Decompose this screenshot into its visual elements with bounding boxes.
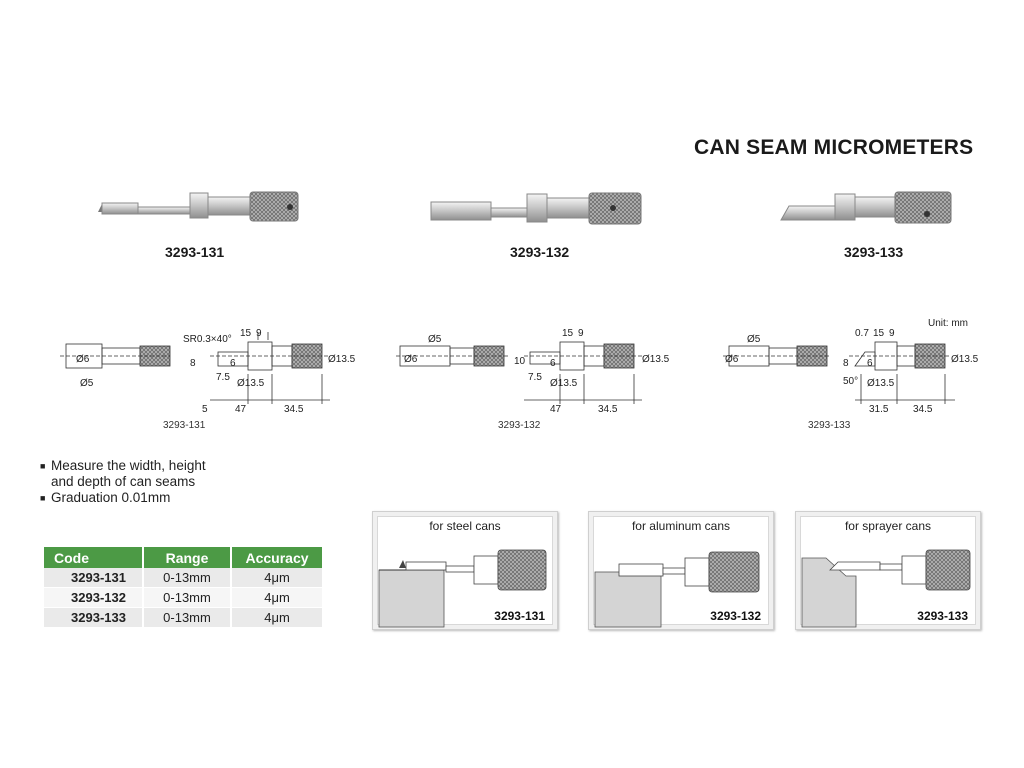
cell-code: 3293-132 bbox=[44, 587, 143, 608]
dim-d13-5-b: Ø13.5 bbox=[642, 354, 670, 365]
dim-6: 6 bbox=[550, 358, 556, 369]
dim-d13-5-a: Ø13.5 bbox=[867, 378, 895, 389]
dim-sr: SR0.3×40° bbox=[183, 334, 232, 345]
dim-9: 9 bbox=[889, 328, 895, 339]
application-panel-sprayer: for sprayer cans 3293-133 bbox=[795, 511, 981, 630]
micrometer-photo-132 bbox=[430, 192, 642, 225]
cell-code: 3293-131 bbox=[44, 568, 143, 588]
dim-d6: Ø6 bbox=[404, 354, 418, 365]
bullet-icon: ■ bbox=[40, 493, 46, 503]
cell-range: 0-13mm bbox=[142, 587, 231, 608]
feature-text: Measure the width, height and depth of c… bbox=[51, 458, 206, 489]
dim-15: 15 bbox=[562, 328, 574, 339]
feature-text: Graduation 0.01mm bbox=[51, 490, 171, 505]
header-range: Range bbox=[142, 547, 231, 568]
drawing-code-133: 3293-133 bbox=[808, 420, 851, 431]
dim-d5: Ø5 bbox=[747, 334, 761, 345]
application-panel-steel: for steel cans 3293-131 bbox=[372, 511, 558, 630]
table-row: 3293-133 0-13mm 4μm bbox=[44, 607, 322, 628]
feature-item: ■ Measure the width, height and depth of… bbox=[40, 458, 206, 490]
drawing-code-131: 3293-131 bbox=[163, 420, 206, 431]
cell-range: 0-13mm bbox=[142, 607, 231, 628]
sprayer-can-illustration bbox=[801, 549, 971, 628]
technical-drawing-132: 15 9 Ø6 Ø5 10 7.5 6 Ø13.5 Ø13.5 47 34.5 bbox=[396, 328, 670, 414]
dim-47: 47 bbox=[235, 404, 247, 414]
spec-table: Code Range Accuracy 3293-131 0-13mm 4μm … bbox=[44, 547, 322, 628]
technical-drawing-131: SR0.3×40° 15 9 Ø6 Ø5 8 7.5 6 Ø13.5 Ø13.5… bbox=[60, 328, 356, 414]
dim-d13-5-a: Ø13.5 bbox=[550, 378, 578, 389]
table-header-row: Code Range Accuracy bbox=[44, 547, 322, 568]
panel-code: 3293-133 bbox=[917, 609, 968, 623]
panel-caption: for steel cans bbox=[429, 519, 501, 533]
cell-accuracy: 4μm bbox=[230, 607, 322, 628]
dim-d6: Ø6 bbox=[725, 354, 739, 365]
table-row: 3293-132 0-13mm 4μm bbox=[44, 587, 322, 608]
dim-15: 15 bbox=[873, 328, 885, 339]
dim-6: 6 bbox=[230, 358, 236, 369]
dim-31-5: 31.5 bbox=[869, 404, 889, 414]
cell-accuracy: 4μm bbox=[230, 587, 322, 608]
page-title: CAN SEAM MICROMETERS bbox=[694, 136, 974, 159]
dim-6: 6 bbox=[867, 358, 873, 369]
aluminum-can-illustration bbox=[594, 551, 760, 628]
dim-8: 8 bbox=[843, 358, 849, 369]
dim-8: 8 bbox=[190, 358, 196, 369]
dim-34-5: 34.5 bbox=[284, 404, 304, 414]
product-code-131: 3293-131 bbox=[165, 244, 225, 260]
panel-code: 3293-132 bbox=[710, 609, 761, 623]
dim-10: 10 bbox=[514, 356, 526, 367]
cell-code: 3293-133 bbox=[44, 607, 143, 628]
dim-d13-5-a: Ø13.5 bbox=[237, 378, 265, 389]
panel-code: 3293-131 bbox=[494, 609, 545, 623]
micrometer-photo-133 bbox=[780, 191, 952, 224]
panel-caption: for aluminum cans bbox=[631, 519, 731, 533]
cell-accuracy: 4μm bbox=[230, 568, 322, 588]
dim-9: 9 bbox=[256, 328, 262, 339]
application-panel-aluminum: for aluminum cans 3293-132 bbox=[588, 511, 774, 630]
header-accuracy: Accuracy bbox=[230, 547, 322, 568]
dim-d6: Ø6 bbox=[76, 354, 90, 365]
bullet-icon: ■ bbox=[40, 461, 46, 471]
header-code: Code bbox=[44, 547, 143, 568]
technical-drawing-133: 0.7 15 9 Ø6 Ø5 8 50° 6 Ø13.5 Ø13.5 31.5 … bbox=[723, 328, 979, 414]
steel-can-illustration bbox=[378, 549, 547, 628]
dim-9: 9 bbox=[578, 328, 584, 339]
dim-d5: Ø5 bbox=[80, 378, 94, 389]
dim-47: 47 bbox=[550, 404, 562, 414]
feature-list: ■ Measure the width, height and depth of… bbox=[40, 458, 206, 506]
dim-34-5: 34.5 bbox=[598, 404, 618, 414]
product-code-133: 3293-133 bbox=[844, 244, 904, 260]
cell-range: 0-13mm bbox=[142, 568, 231, 588]
drawing-code-132: 3293-132 bbox=[498, 420, 541, 431]
dim-15: 15 bbox=[240, 328, 252, 339]
product-code-132: 3293-132 bbox=[510, 244, 570, 260]
panel-caption: for sprayer cans bbox=[844, 519, 932, 533]
table-row: 3293-131 0-13mm 4μm bbox=[44, 568, 322, 588]
dim-34-5: 34.5 bbox=[913, 404, 933, 414]
dim-7-5: 7.5 bbox=[216, 372, 230, 383]
dim-0-7: 0.7 bbox=[855, 328, 869, 339]
dim-7-5: 7.5 bbox=[528, 372, 542, 383]
dim-d13-5-b: Ø13.5 bbox=[951, 354, 979, 365]
micrometer-photo-131 bbox=[98, 191, 299, 222]
dim-d13-5-b: Ø13.5 bbox=[328, 354, 356, 365]
dim-d5: Ø5 bbox=[428, 334, 442, 345]
dim-50deg: 50° bbox=[843, 376, 858, 387]
unit-label: Unit: mm bbox=[928, 318, 968, 329]
feature-item: ■ Graduation 0.01mm bbox=[40, 490, 206, 506]
dim-5: 5 bbox=[202, 404, 208, 414]
